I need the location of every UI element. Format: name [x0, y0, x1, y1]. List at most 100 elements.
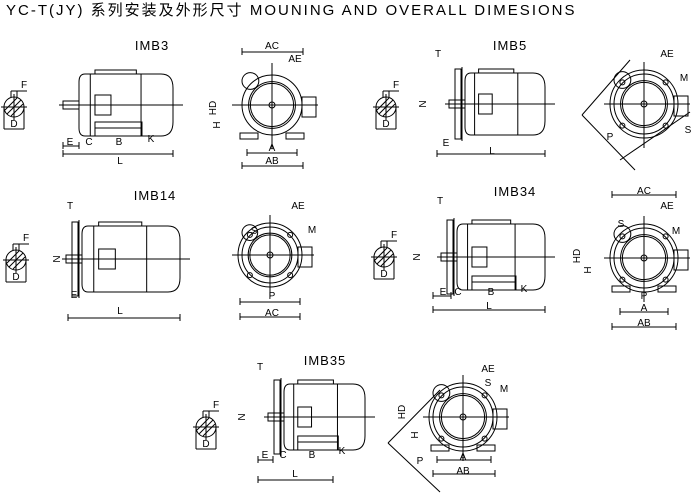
- dim-label-ae: AE: [660, 49, 674, 60]
- dim-label-e: E: [440, 287, 447, 298]
- dim-label-l: L: [292, 469, 298, 480]
- dimension-line: [246, 149, 298, 156]
- dimension-line: [436, 456, 492, 463]
- dim-label-a: A: [460, 452, 467, 463]
- dim-label-ac: AC: [265, 308, 279, 319]
- motor-side-view: [445, 67, 555, 141]
- dimension-line: [241, 162, 304, 169]
- dimension-line: [432, 306, 546, 313]
- dim-label-d: D: [202, 439, 209, 450]
- dim-label-p: P: [269, 291, 276, 302]
- dim-label-h: H: [583, 266, 594, 273]
- dim-label-t: T: [437, 196, 443, 207]
- dim-label-e: E: [67, 137, 74, 148]
- dim-label-ac: AC: [265, 41, 279, 52]
- dim-label-ab: AB: [456, 466, 470, 477]
- dim-label-ab: AB: [637, 318, 651, 329]
- dim-label-b: B: [116, 137, 123, 148]
- shaft-key-section: FD: [193, 400, 219, 450]
- motor-side-view: [59, 69, 183, 137]
- dim-label-k: K: [339, 446, 346, 457]
- shaft-key-section: FD: [371, 230, 397, 280]
- dim-label-f: F: [391, 230, 397, 241]
- dim-label-l: L: [486, 301, 492, 312]
- view-title: IMB34: [494, 184, 537, 199]
- dim-label-m: M: [500, 384, 508, 395]
- dim-label-ae: AE: [660, 201, 674, 212]
- dim-label-b: B: [309, 450, 316, 461]
- dimension-line: [432, 470, 496, 477]
- dimension-line: [611, 323, 677, 330]
- dim-label-t: T: [67, 201, 73, 212]
- dim-label-p: P: [641, 291, 648, 302]
- motor-end-view: [604, 62, 690, 148]
- dim-label-s: S: [485, 378, 492, 389]
- dim-label-n: N: [418, 100, 429, 107]
- dim-label-h: H: [212, 121, 223, 128]
- dim-label-f: F: [393, 80, 399, 91]
- dimension-line: [611, 191, 677, 198]
- motor-side-view: [437, 218, 555, 296]
- dim-label-k: K: [521, 284, 528, 295]
- dim-label-a: A: [641, 303, 648, 314]
- dim-label-hd: HD: [572, 249, 583, 263]
- dim-label-ae: AE: [288, 54, 302, 65]
- dimension-line: [62, 142, 80, 149]
- dim-label-l: L: [117, 156, 123, 167]
- dim-label-a: A: [269, 143, 276, 154]
- dim-label-ab: AB: [265, 156, 279, 167]
- motor-side-view: [62, 220, 190, 298]
- dim-label-p: P: [607, 132, 614, 143]
- dimension-line: [67, 314, 181, 321]
- dim-label-hd: HD: [397, 405, 408, 419]
- dim-label-f: F: [213, 400, 219, 411]
- dim-label-e: E: [262, 450, 269, 461]
- dim-label-e: E: [71, 290, 78, 301]
- dimension-line: [432, 292, 452, 299]
- dim-label-e: E: [443, 138, 450, 149]
- dimension-line: [257, 456, 274, 463]
- dim-label-m: M: [680, 73, 688, 84]
- motor-side-view: [264, 378, 375, 456]
- dimension-line: [62, 150, 174, 157]
- dim-label-m: M: [672, 226, 680, 237]
- dim-label-ae: AE: [291, 201, 305, 212]
- shaft-key-section: FD: [1, 80, 27, 130]
- dim-label-d: D: [10, 119, 17, 130]
- dim-label-n: N: [52, 255, 63, 262]
- motor-end-view: [423, 375, 509, 461]
- dim-label-n: N: [237, 413, 248, 420]
- dim-label-t: T: [257, 362, 263, 373]
- dim-label-b: B: [488, 287, 495, 298]
- dim-label-ac: AC: [637, 186, 651, 197]
- dimension-line: [257, 476, 334, 483]
- dim-label-f: F: [23, 233, 29, 244]
- shaft-key-section: FD: [3, 233, 29, 283]
- shaft-key-section: FD: [373, 80, 399, 130]
- dimension-line: [241, 48, 304, 55]
- dim-label-hd: HD: [208, 101, 219, 115]
- sheet-title: YC-T(JY) 系列安装及外形尺寸 MOUNING AND OVERALL D…: [6, 2, 577, 19]
- view-title: IMB35: [304, 353, 347, 368]
- dimension-line: [619, 308, 669, 315]
- dim-label-s: S: [685, 125, 692, 136]
- side-labels: T N E L: [52, 201, 123, 317]
- dim-label-c: C: [279, 450, 286, 461]
- end-labels: AE M S P: [607, 49, 692, 143]
- dim-label-l: L: [117, 306, 123, 317]
- dim-label-n: N: [412, 253, 423, 260]
- dim-label-t: T: [435, 49, 441, 60]
- dimension-line: [239, 313, 301, 320]
- dim-label-p: P: [417, 456, 424, 467]
- dim-label-h: H: [410, 431, 421, 438]
- dim-label-c: C: [85, 137, 92, 148]
- dimension-line: [436, 150, 546, 157]
- view-title: IMB14: [134, 188, 177, 203]
